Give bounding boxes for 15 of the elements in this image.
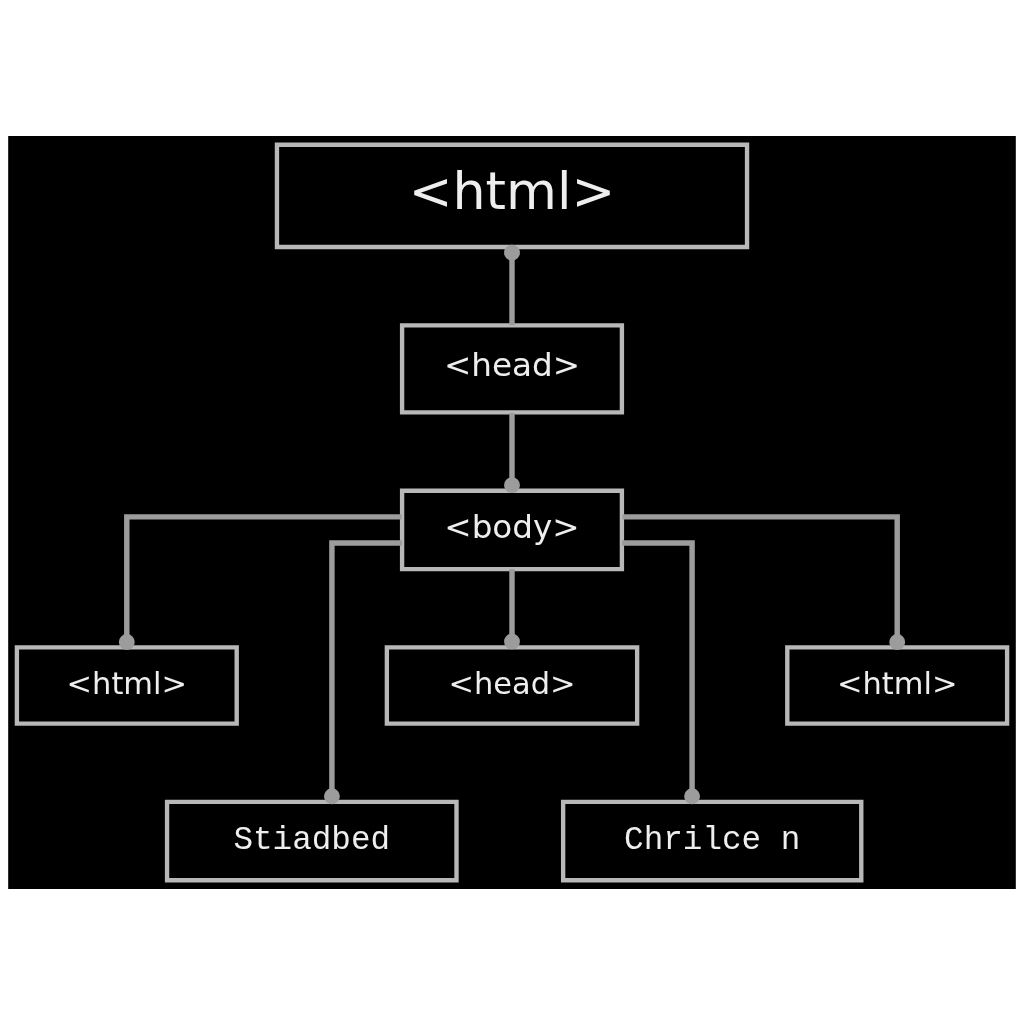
node-box: <html> bbox=[274, 142, 750, 249]
node-box: <html> bbox=[14, 644, 239, 726]
node-box: <body> bbox=[399, 488, 625, 571]
connector bbox=[504, 244, 520, 325]
connector bbox=[118, 513, 402, 650]
connector bbox=[621, 539, 701, 804]
node-box: <head> bbox=[399, 322, 625, 415]
node-box: Chrilce n bbox=[560, 799, 864, 882]
connector bbox=[504, 412, 520, 493]
connector bbox=[504, 568, 520, 649]
connector bbox=[622, 513, 906, 650]
node-box: <head> bbox=[384, 644, 640, 726]
node-box: <html> bbox=[785, 644, 1010, 726]
connector bbox=[323, 539, 403, 804]
node-box: Stiadbed bbox=[164, 799, 459, 882]
